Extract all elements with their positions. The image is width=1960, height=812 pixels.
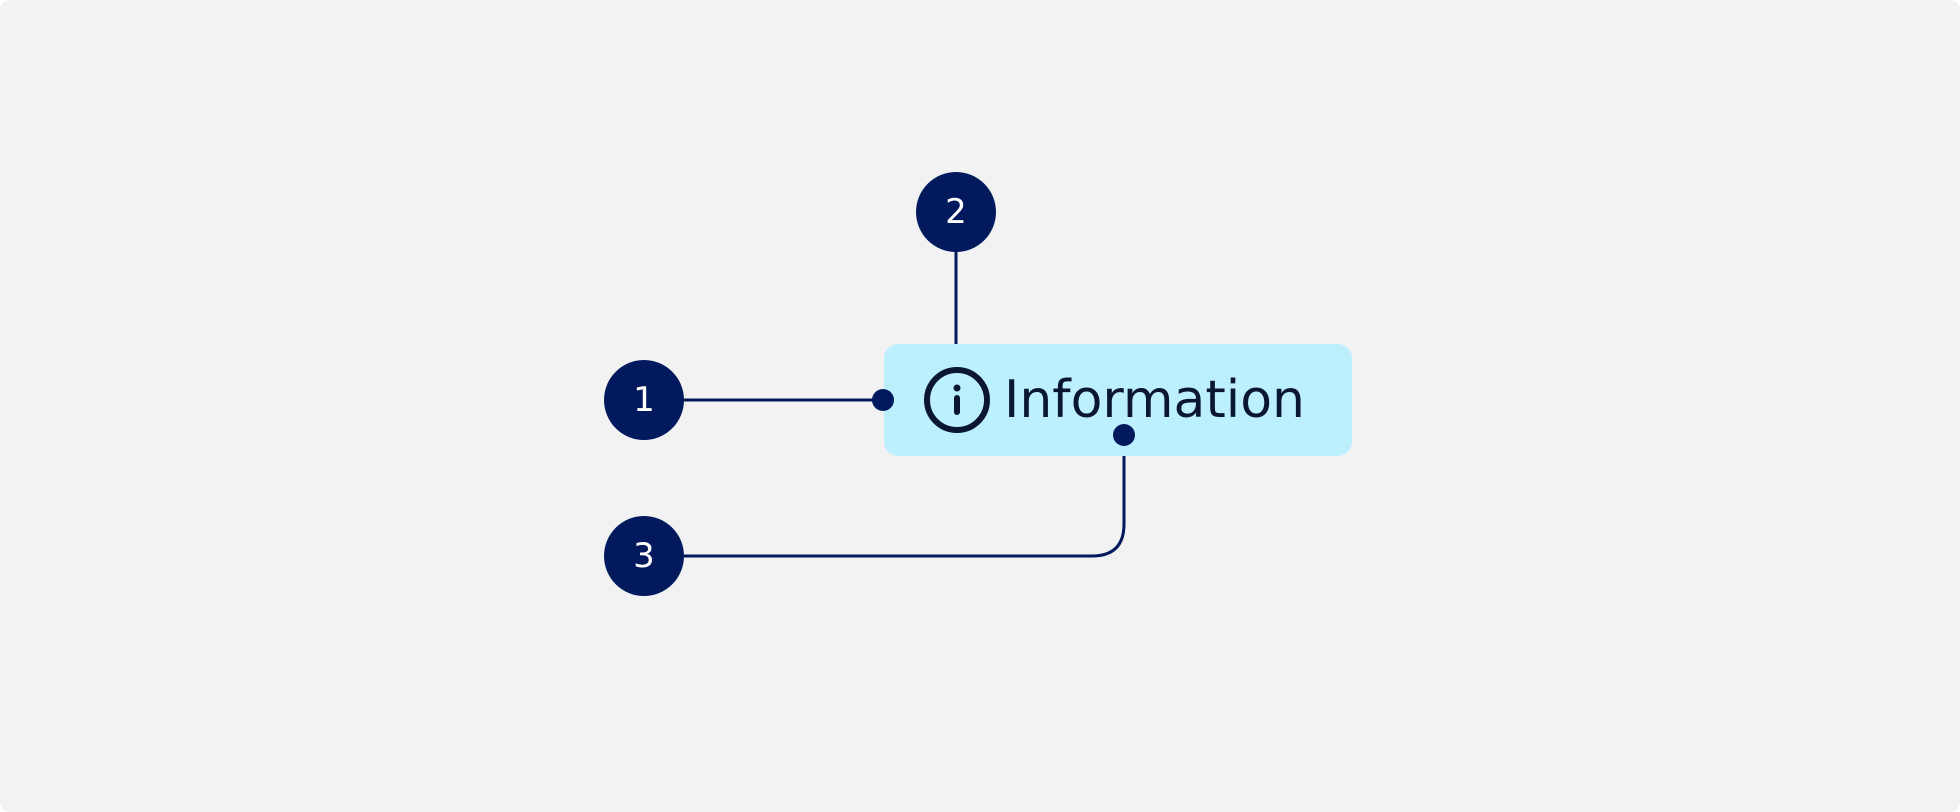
- callout-badge-1: 1: [604, 360, 684, 440]
- tag-label: Information: [1004, 370, 1306, 430]
- tag-container: Information: [884, 344, 1352, 456]
- callout-3-leader-line: [684, 436, 1126, 558]
- callout-badge-3: 3: [604, 516, 684, 596]
- callout-1-anchor-dot: [872, 389, 894, 411]
- info-circle-icon: [924, 367, 990, 433]
- callout-badge-2: 2: [916, 172, 996, 252]
- callout-3-anchor-dot: [1113, 424, 1135, 446]
